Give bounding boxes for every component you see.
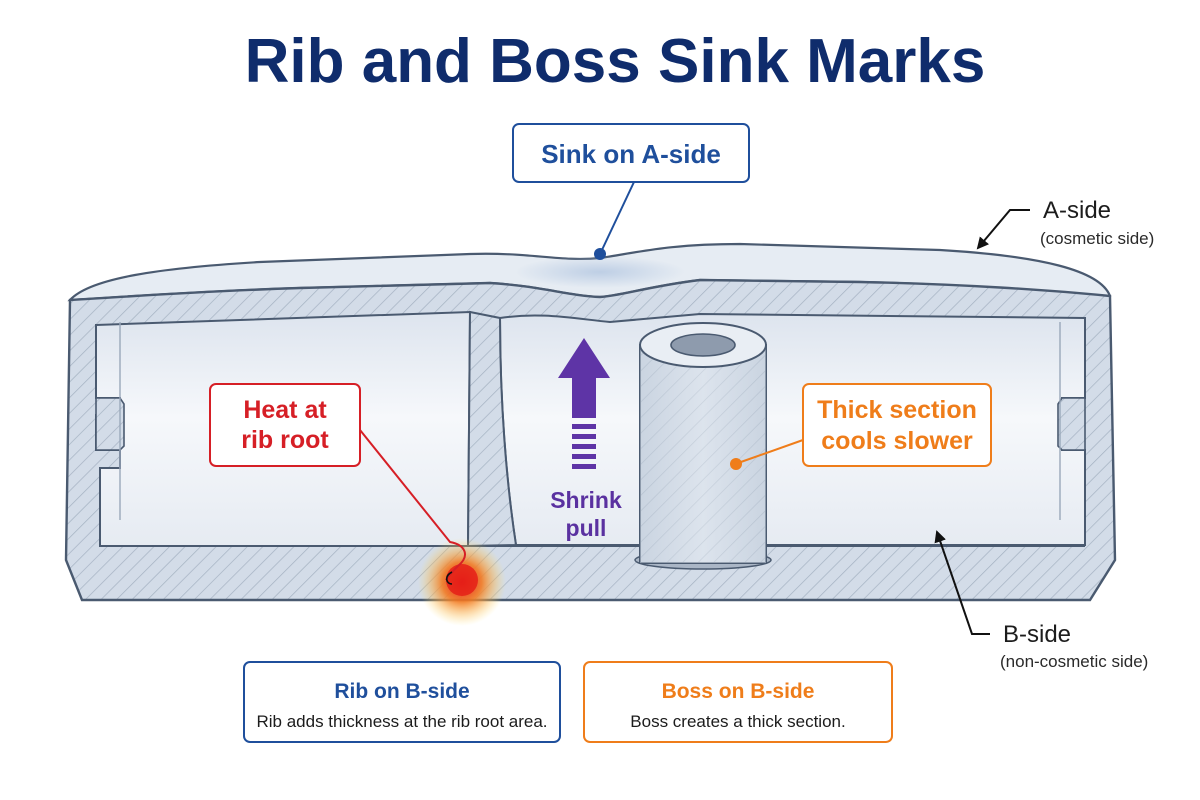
rib-legend-box (243, 661, 561, 743)
heat-callout-box (209, 383, 361, 467)
sink-callout-label: Sink on A-side (541, 139, 721, 169)
heat-callout-line2: rib root (241, 426, 329, 454)
b-side-sublabel: (non-cosmetic side) (1000, 652, 1148, 671)
heat-callout-line1: Heat at (243, 396, 327, 424)
shrink-pull-arrow (558, 338, 610, 469)
rib (466, 310, 518, 548)
thick-callout-box (802, 383, 992, 467)
thick-callout-line1: Thick section (817, 396, 977, 424)
heat-leader (359, 429, 466, 581)
sink-leader-dot (594, 248, 606, 260)
thick-callout-line2: cools slower (821, 427, 973, 455)
a-side-sublabel: (cosmetic side) (1040, 229, 1154, 248)
shrink-label-line2: pull (566, 515, 607, 541)
sink-callout-box (512, 123, 750, 183)
right-wall-notch (1057, 397, 1086, 451)
rib-legend-title: Rib on B-side (334, 680, 469, 703)
page-title: Rib and Boss Sink Marks (245, 27, 986, 96)
rib-legend-desc: Rib adds thickness at the rib root area. (256, 712, 547, 731)
shrink-label-line1: Shrink (550, 487, 622, 513)
boss-legend-desc: Boss creates a thick section. (630, 712, 845, 731)
a-side-label: A-side (1043, 197, 1111, 224)
b-side-arrow (934, 530, 990, 635)
boss (634, 322, 772, 570)
thick-leader-dot (730, 458, 742, 470)
boss-legend-title: Boss on B-side (662, 680, 815, 703)
sink-shadow (515, 256, 685, 288)
boss-legend-box (583, 661, 893, 743)
thick-leader (737, 439, 804, 464)
a-side-arrow (976, 209, 1030, 250)
b-side-label: B-side (1003, 621, 1071, 648)
sink-leader (600, 181, 635, 253)
